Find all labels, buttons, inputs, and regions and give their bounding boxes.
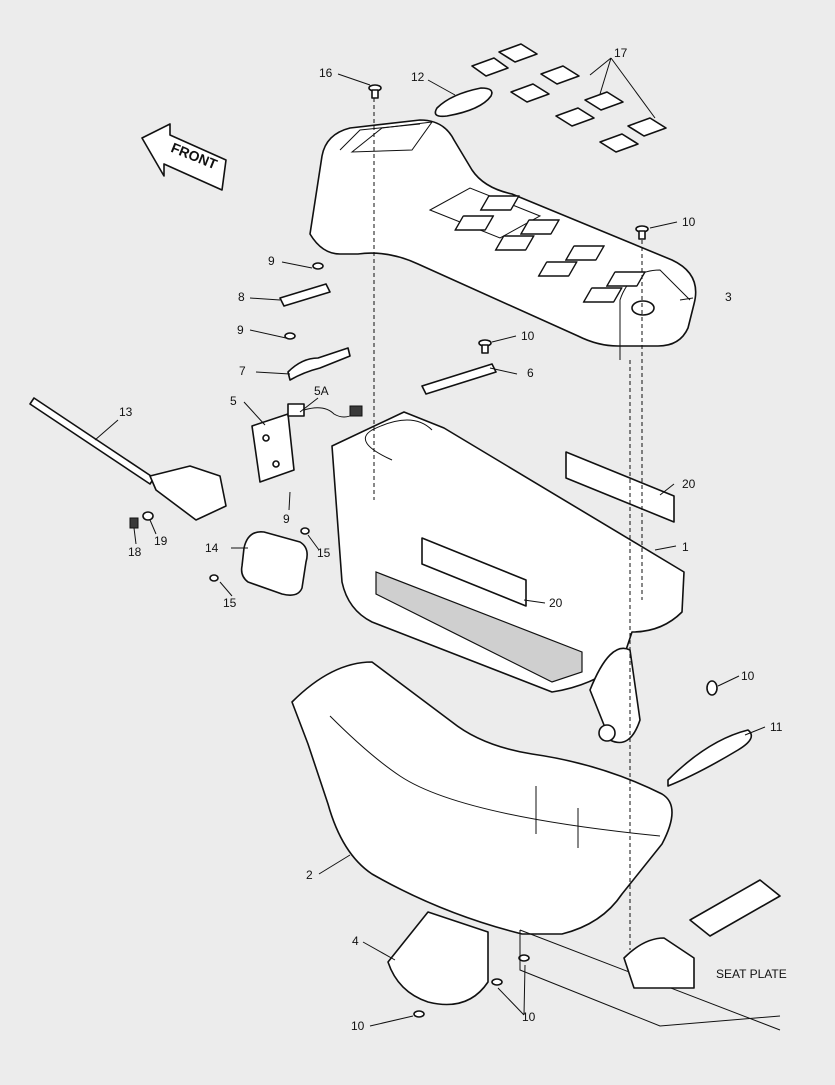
callout-20: 20 bbox=[549, 596, 563, 610]
part-4-mount-bracket bbox=[387, 911, 489, 1006]
part-9-screws-bracket bbox=[284, 262, 324, 340]
part-20-pad-middle bbox=[421, 537, 527, 607]
part-1-console-base bbox=[331, 411, 685, 744]
callout-10: 10 bbox=[741, 669, 755, 683]
part-14-bezel bbox=[240, 531, 308, 596]
callout-8: 8 bbox=[238, 290, 245, 304]
callout-10: 10 bbox=[351, 1019, 365, 1033]
callout-19: 19 bbox=[154, 534, 168, 548]
part-5-switch-plate bbox=[251, 413, 295, 483]
callout-17: 17 bbox=[614, 46, 628, 60]
callout-18: 18 bbox=[128, 545, 142, 559]
part-10-screws-bottom bbox=[413, 954, 530, 1018]
callout-6: 6 bbox=[527, 366, 534, 380]
callout-1: 1 bbox=[682, 540, 689, 554]
callout-15: 15 bbox=[223, 596, 237, 610]
callout-3: 3 bbox=[725, 290, 732, 304]
part-5a-harness bbox=[287, 403, 363, 418]
part-6-strip bbox=[421, 363, 497, 395]
callout-14: 14 bbox=[205, 541, 219, 555]
callout-10: 10 bbox=[522, 1010, 536, 1024]
seat-plate-label: SEAT PLATE bbox=[716, 967, 787, 981]
part-3-console-cover bbox=[309, 119, 697, 360]
part-7-bracket bbox=[287, 347, 351, 381]
part-10-screw-side bbox=[706, 680, 718, 696]
part-10-screw-strip bbox=[478, 339, 492, 354]
part-18-screw bbox=[129, 517, 139, 529]
callout-11: 11 bbox=[770, 720, 783, 734]
part-17-switch-caps bbox=[471, 43, 667, 153]
part-8-bracket bbox=[279, 283, 331, 307]
callout-12: 12 bbox=[411, 70, 425, 84]
callout-13: 13 bbox=[119, 405, 133, 419]
callout-10: 10 bbox=[682, 215, 696, 229]
callout-labels: 17 16 12 10 9 8 3 9 10 7 6 5A 5 13 20 9 … bbox=[119, 46, 783, 1033]
callout-20: 20 bbox=[682, 477, 696, 491]
part-15-screws bbox=[209, 527, 310, 582]
callout-7: 7 bbox=[239, 364, 246, 378]
callout-5a: 5A bbox=[314, 384, 329, 398]
part-12-pad bbox=[434, 87, 493, 118]
callout-9: 9 bbox=[268, 254, 275, 268]
front-direction-arrow: FRONT bbox=[141, 123, 227, 191]
callout-9: 9 bbox=[237, 323, 244, 337]
callout-15: 15 bbox=[317, 546, 331, 560]
callout-4: 4 bbox=[352, 934, 359, 948]
callout-5: 5 bbox=[230, 394, 237, 408]
callout-2: 2 bbox=[306, 868, 313, 882]
seat-plate bbox=[519, 879, 781, 1031]
part-2-lower-housing bbox=[291, 661, 673, 935]
leader-lines bbox=[94, 57, 766, 1027]
callout-9: 9 bbox=[283, 512, 290, 526]
callout-10: 10 bbox=[521, 329, 535, 343]
part-13-lever bbox=[29, 397, 227, 521]
part-20-pad-right bbox=[565, 451, 675, 523]
callout-16: 16 bbox=[319, 66, 333, 80]
part-10-screw-top bbox=[635, 225, 649, 240]
part-19-washer bbox=[142, 511, 154, 521]
part-16-screw bbox=[368, 84, 382, 99]
part-11-gasket bbox=[667, 729, 753, 787]
